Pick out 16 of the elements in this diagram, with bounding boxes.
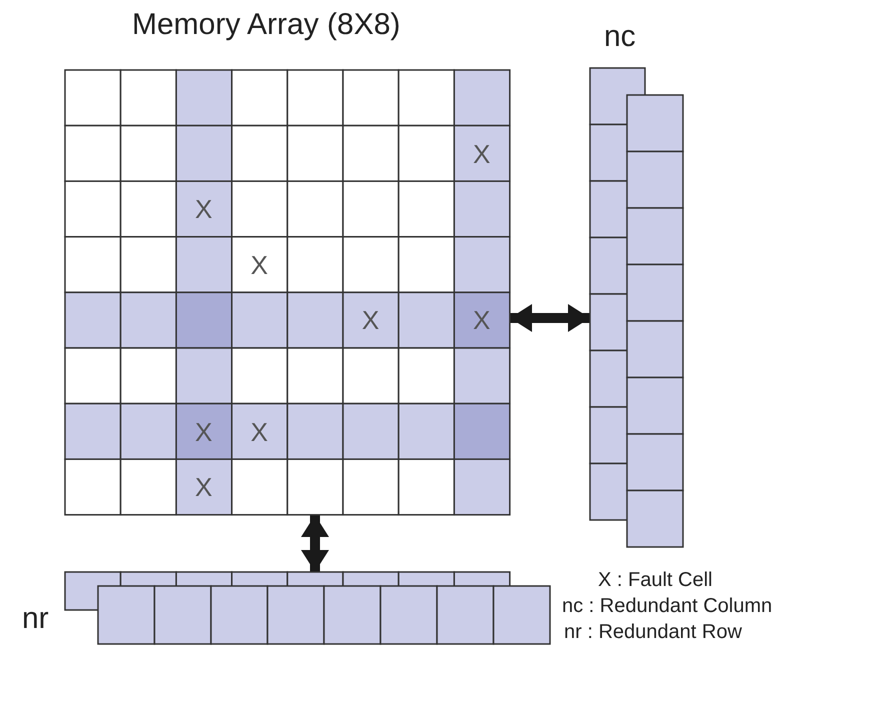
fault-mark: X (250, 252, 269, 278)
fault-mark: X (194, 418, 214, 445)
fault-mark: X (250, 418, 269, 445)
double-arrow (510, 304, 590, 332)
fault-mark: X (194, 474, 214, 500)
legend-entry: X : Fault Cell (598, 568, 712, 592)
array-heading: Memory Array (8X8) (132, 8, 400, 42)
fault-mark: X (472, 307, 492, 334)
fault-mark: X (472, 140, 492, 167)
fault-mark: X (194, 196, 214, 222)
legend-entry: nr : Redundant Row (564, 620, 742, 644)
fault-mark: X (360, 307, 380, 334)
legend-entry: nc : Redundant Column (562, 594, 772, 618)
double-arrow (301, 515, 329, 572)
stack-label: nc (604, 20, 636, 54)
stack-label: nr (22, 602, 49, 636)
